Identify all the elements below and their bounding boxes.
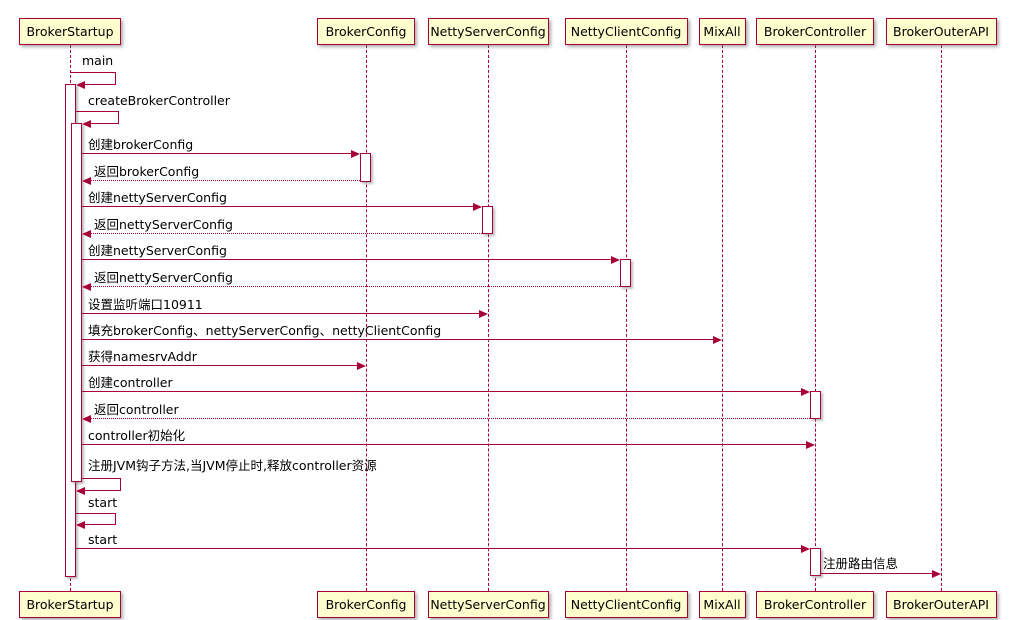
- message-15-label: start: [88, 495, 118, 510]
- activation-bar-BrokerController-5: [810, 391, 821, 419]
- message-0-line-out: [70, 72, 115, 73]
- message-1-line-side: [118, 111, 119, 123]
- message-13-label: controller初始化: [88, 428, 186, 443]
- message-1-line-out: [76, 111, 118, 112]
- message-14-line-back: [82, 490, 121, 491]
- message-16-label: start: [88, 532, 118, 547]
- participant-BrokerController-top: BrokerController: [756, 18, 874, 45]
- participant-NettyClientConfig-bottom: NettyClientConfig: [564, 591, 688, 618]
- lifeline-NettyServerConfig: [488, 45, 489, 591]
- message-3-line: [84, 180, 360, 181]
- message-10-arrowhead-icon: [357, 361, 366, 370]
- message-9-label: 填充brokerConfig、nettyServerConfig、nettyCl…: [88, 323, 442, 338]
- participant-BrokerController-bottom: BrokerController: [756, 591, 874, 618]
- message-1-label: createBrokerController: [88, 93, 230, 108]
- message-10-label: 获得namesrvAddr: [88, 349, 197, 364]
- activation-bar-NettyClientConfig-4: [620, 259, 631, 287]
- participant-MixAll-bottom: MixAll: [698, 591, 746, 618]
- message-11-arrowhead-icon: [801, 387, 810, 396]
- message-0-line-side: [115, 72, 116, 84]
- message-0-label: main: [82, 53, 114, 68]
- lifeline-MixAll: [722, 45, 723, 591]
- message-3-label: 返回brokerConfig: [94, 164, 200, 179]
- message-12-arrowhead-icon: [82, 414, 91, 423]
- message-2-arrowhead-icon: [351, 149, 360, 158]
- activation-bar-NettyServerConfig-3: [482, 206, 493, 234]
- message-11-label: 创建controller: [88, 375, 173, 390]
- message-12-label: 返回controller: [94, 402, 179, 417]
- message-9-line: [82, 339, 720, 340]
- message-17-label: 注册路由信息: [823, 556, 899, 571]
- activation-bar-BrokerConfig-2: [360, 153, 371, 182]
- message-10-line: [82, 365, 364, 366]
- message-15-arrowhead-icon: [76, 520, 85, 529]
- message-6-line: [82, 259, 618, 260]
- participant-BrokerStartup-bottom: BrokerStartup: [19, 591, 121, 618]
- message-2-line: [82, 153, 358, 154]
- message-11-line: [82, 391, 808, 392]
- message-0-arrowhead-icon: [76, 80, 85, 89]
- participant-BrokerStartup-top: BrokerStartup: [19, 18, 121, 45]
- message-14-line-side: [120, 478, 121, 490]
- message-14-arrowhead-icon: [76, 486, 85, 495]
- message-13-arrowhead-icon: [806, 440, 815, 449]
- participant-NettyServerConfig-bottom: NettyServerConfig: [427, 591, 549, 618]
- lifeline-BrokerController: [815, 45, 816, 591]
- participant-BrokerConfig-bottom: BrokerConfig: [317, 591, 415, 618]
- participant-NettyClientConfig-top: NettyClientConfig: [564, 18, 688, 45]
- message-8-arrowhead-icon: [479, 309, 488, 318]
- message-3-arrowhead-icon: [82, 176, 91, 185]
- message-15-line-back: [82, 524, 116, 525]
- message-15-line-side: [115, 513, 116, 524]
- message-15-line-out: [76, 513, 115, 514]
- message-5-label: 返回nettyServerConfig: [94, 217, 233, 232]
- participant-NettyServerConfig-top: NettyServerConfig: [427, 18, 549, 45]
- message-16-line: [76, 548, 808, 549]
- message-13-line: [82, 444, 813, 445]
- message-1-arrowhead-icon: [82, 119, 91, 128]
- message-7-arrowhead-icon: [82, 282, 91, 291]
- message-4-line: [82, 206, 480, 207]
- message-14-line-out: [82, 478, 120, 479]
- message-6-arrowhead-icon: [611, 255, 620, 264]
- lifeline-BrokerOuterAPI: [941, 45, 942, 591]
- message-14-label: 注册JVM钩子方法,当JVM停止时,释放controller资源: [88, 458, 377, 473]
- participant-MixAll-top: MixAll: [698, 18, 746, 45]
- message-4-arrowhead-icon: [473, 202, 482, 211]
- message-5-arrowhead-icon: [82, 229, 91, 238]
- message-8-line: [82, 313, 486, 314]
- message-5-line: [84, 233, 482, 234]
- lifeline-NettyClientConfig: [626, 45, 627, 591]
- message-7-line: [84, 286, 620, 287]
- message-16-arrowhead-icon: [801, 544, 810, 553]
- message-7-label: 返回nettyServerConfig: [94, 270, 233, 285]
- activation-bar-BrokerStartup-1: [71, 123, 82, 482]
- message-8-label: 设置监听端口10911: [88, 297, 203, 312]
- message-0-line-back: [82, 84, 116, 85]
- lifeline-BrokerConfig: [366, 45, 367, 591]
- activation-bar-BrokerController-6: [810, 548, 821, 576]
- message-2-label: 创建brokerConfig: [88, 137, 194, 152]
- participant-BrokerConfig-top: BrokerConfig: [317, 18, 415, 45]
- message-6-label: 创建nettyServerConfig: [88, 243, 227, 258]
- participant-BrokerOuterAPI-bottom: BrokerOuterAPI: [885, 591, 997, 618]
- message-12-line: [84, 418, 810, 419]
- message-17-line: [821, 573, 939, 574]
- message-17-arrowhead-icon: [932, 569, 941, 578]
- participant-BrokerOuterAPI-top: BrokerOuterAPI: [885, 18, 997, 45]
- message-4-label: 创建nettyServerConfig: [88, 190, 227, 205]
- message-1-line-back: [88, 123, 119, 124]
- message-9-arrowhead-icon: [713, 335, 722, 344]
